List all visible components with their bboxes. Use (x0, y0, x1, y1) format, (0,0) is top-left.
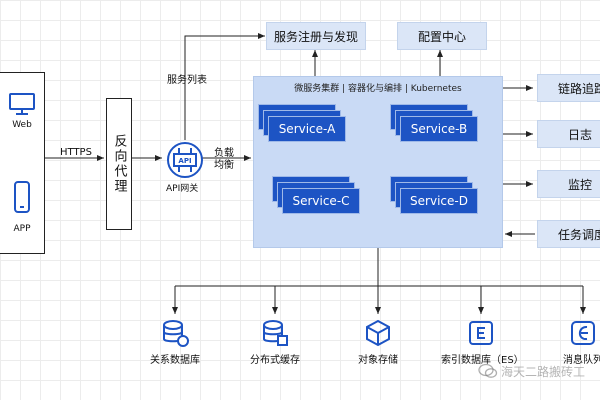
client-app: APP (0, 180, 44, 234)
service-b: Service-B (390, 104, 480, 144)
api-icon-text: API (178, 157, 191, 165)
reverse-proxy-box: 反向代理 (106, 98, 132, 230)
watermark: 海天二路搬砖工 (478, 360, 600, 382)
client-app-label: APP (13, 224, 31, 234)
watermark-text: 海天二路搬砖工 (501, 364, 586, 379)
storage-es-label: 索引数据库（ES） (441, 355, 524, 366)
reverse-proxy-label: 反向代理 (111, 134, 127, 194)
service-d: Service-D (390, 176, 480, 216)
storage-rdb: 关系数据库 (135, 318, 215, 366)
storage-cache-label: 分布式缓存 (250, 355, 300, 366)
logging-box: 日志 (537, 120, 600, 148)
cluster-title: 微服务集群 | 容器化与编排 | Kubernetes (294, 84, 462, 94)
monitoring-box: 监控 (537, 170, 600, 198)
service-c-label: Service-C (282, 188, 360, 214)
tracing-box: 链路追踪 (537, 74, 600, 102)
service-a-label: Service-A (268, 116, 346, 142)
storage-object-label: 对象存储 (358, 355, 398, 366)
clients-panel (0, 72, 45, 254)
service-registry-box: 服务注册与发现 (266, 22, 366, 50)
database-icon (163, 320, 189, 347)
microservice-cluster: 微服务集群 | 容器化与编排 | Kubernetes (253, 76, 503, 248)
scheduling-box: 任务调度 (537, 220, 600, 248)
load-balance-label: 负载 均衡 (214, 148, 234, 171)
storage-mq: 消息队列 (543, 318, 600, 366)
config-center-box: 配置中心 (397, 22, 487, 50)
storage-es: 索引数据库（ES） (441, 318, 524, 366)
wechat-icon (478, 363, 498, 378)
service-list-label: 服务列表 (167, 75, 207, 86)
service-c: Service-C (272, 176, 362, 216)
cube-icon (366, 319, 390, 347)
storage-rdb-label: 关系数据库 (150, 355, 200, 366)
storage-mq-label: 消息队列 (563, 355, 600, 366)
https-label: HTTPS (60, 147, 92, 158)
client-web: Web (0, 92, 44, 130)
cache-icon (263, 320, 288, 346)
api-gateway-icon: API (167, 142, 203, 178)
elasticsearch-icon (469, 321, 493, 345)
client-web-label: Web (12, 120, 32, 130)
monitor-icon (9, 93, 35, 115)
service-b-label: Service-B (400, 116, 478, 142)
storage-object: 对象存储 (338, 318, 418, 366)
message-queue-icon (571, 321, 595, 345)
service-d-label: Service-D (400, 188, 478, 214)
api-gateway: API (164, 140, 206, 180)
service-a: Service-A (258, 104, 348, 144)
storage-cache: 分布式缓存 (235, 318, 315, 366)
phone-icon (14, 181, 30, 213)
api-gateway-label: API网关 (166, 184, 199, 194)
